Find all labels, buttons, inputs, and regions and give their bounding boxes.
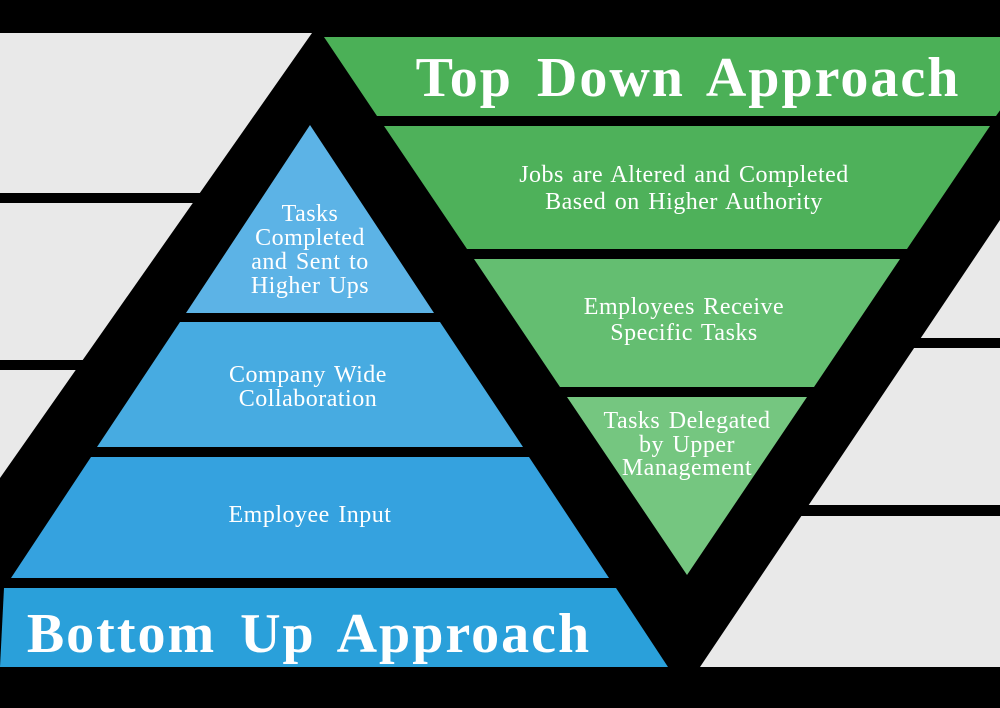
green-band-label-line: Jobs are Altered and Completed [519, 162, 849, 188]
green-band-label-line: by Upper [639, 432, 735, 458]
green-band-label-line: Specific Tasks [610, 320, 758, 346]
blue-level-label-line: and Sent to [251, 249, 369, 275]
blue-level-label-line: Tasks [282, 201, 339, 227]
gray-divider-line [782, 505, 1000, 516]
green-band-label-line: Based on Higher Authority [545, 189, 823, 215]
blue-level-label-line: Collaboration [239, 386, 377, 412]
green-band-delegated-tip [567, 397, 807, 575]
green-band-title [324, 37, 1000, 116]
top-down-title: Top Down Approach [416, 47, 961, 109]
green-band-label-line: Management [622, 455, 752, 481]
blue-level-employee-input [11, 457, 609, 578]
gray-divider-line [0, 193, 252, 203]
blue-level-label-line: Completed [255, 225, 365, 251]
green-band-higher-authority [384, 126, 990, 249]
gray-divider-line [880, 338, 1000, 348]
right-gray-backdrop [700, 220, 1000, 667]
blue-level-label-line: Higher Ups [251, 273, 369, 299]
bottom-up-title: Bottom Up Approach [27, 603, 591, 665]
green-band-label-line: Tasks Delegated [603, 408, 770, 434]
blue-level-higher-ups [186, 125, 434, 313]
blue-level-label-line: Employee Input [229, 502, 392, 528]
green-band-label-line: Employees Receive [584, 294, 784, 320]
blue-level-label-line: Company Wide [229, 362, 387, 388]
blue-base-title-band [0, 588, 668, 667]
green-band-specific-tasks [474, 259, 900, 387]
gray-divider-line [0, 360, 142, 370]
blue-level-collaboration [97, 322, 523, 447]
